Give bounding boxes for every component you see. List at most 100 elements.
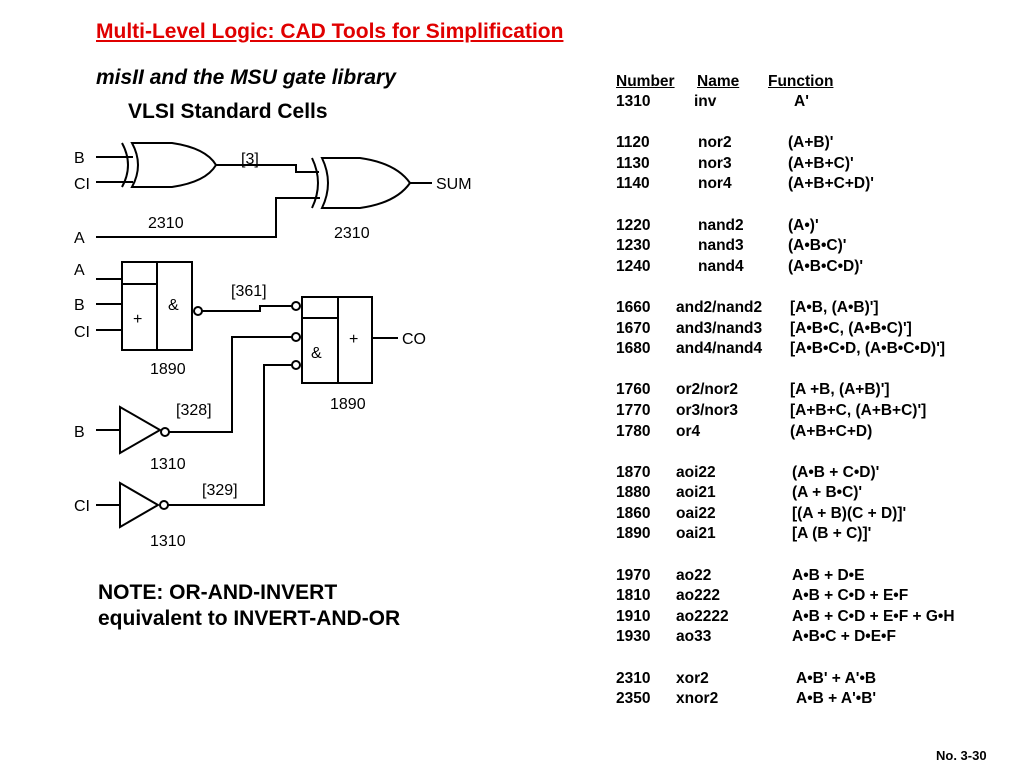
gate-number: 1880 [616, 484, 651, 502]
inverter-1 [119, 405, 163, 455]
note-text: NOTE: OR-AND-INVERT equivalent to INVERT… [98, 580, 400, 632]
gate-name: ao22 [676, 566, 712, 584]
note-line-1: NOTE: OR-AND-INVERT [98, 581, 338, 604]
input-label-ci: CI [74, 498, 90, 515]
gate-number: 1760 [616, 381, 651, 399]
gate-number-inv2: 1310 [150, 533, 186, 550]
gate-number: 1890 [616, 525, 651, 543]
oai-input-bubble-3 [291, 360, 301, 370]
output-label-sum: SUM [436, 176, 472, 193]
net-label-328: [328] [176, 402, 212, 419]
output-label-co: CO [402, 331, 426, 348]
gate-function: A•B•C + D•E•F [792, 628, 896, 646]
gate-number: 1130 [616, 154, 650, 172]
gate-function: (A + B•C)' [792, 484, 863, 502]
net-label-329: [329] [202, 482, 238, 499]
gate-function: (A+B+C+D) [790, 422, 873, 440]
gate-name: nand3 [698, 237, 744, 255]
gate-number: 1310 [616, 93, 651, 110]
oai-input-bubble-2 [291, 332, 301, 342]
gate-function: (A•B•C)' [788, 237, 847, 255]
gate-name: or3/nor3 [676, 401, 739, 419]
gate-number: 1240 [616, 257, 651, 275]
input-label-a: A [74, 230, 85, 247]
gate-name: or2/nor2 [676, 381, 739, 399]
xor-gate-2 [311, 157, 412, 209]
gate-number: 1770 [616, 401, 651, 419]
wire-net-329 [168, 364, 292, 506]
gate-number: 1680 [616, 340, 651, 358]
oai-plus-symbol: + [349, 331, 358, 348]
input-label-ci: CI [74, 176, 90, 193]
gate-name: and4/nand4 [676, 340, 763, 358]
slide-subtitle: misII and the MSU gate library [96, 66, 396, 89]
gate-name: nor4 [698, 175, 732, 193]
gate-number: 1120 [616, 134, 650, 152]
gate-number: 2310 [616, 669, 651, 687]
gate-number: 1970 [616, 566, 651, 584]
net-label-361: [361] [231, 283, 267, 300]
gate-name: ao2222 [676, 607, 729, 625]
gate-name: oai22 [676, 504, 716, 522]
input-label-b: B [74, 150, 85, 167]
wire-xor2-a [96, 197, 320, 238]
gate-function: A•B + A'•B' [796, 690, 877, 708]
gate-function: [A+B+C, (A+B+C)'] [790, 401, 927, 419]
gate-function: [A +B, (A+B)'] [790, 381, 890, 399]
input-label-b: B [74, 424, 85, 441]
header-number: Number [616, 73, 675, 90]
input-label-b: B [74, 297, 85, 314]
gate-function: (A+B+C)' [788, 154, 854, 172]
gate-name: aoi21 [676, 484, 716, 502]
gate-function: (A+B+C+D)' [788, 175, 874, 193]
gate-name: and2/nand2 [676, 298, 763, 316]
gate-number-oai: 1890 [330, 396, 366, 413]
oai-amp-symbol: & [311, 345, 322, 362]
gate-function: [A•B•C•D, (A•B•C•D)'] [790, 340, 946, 358]
gate-number: 1910 [616, 607, 651, 625]
header-function: Function [768, 73, 834, 90]
gate-number: 1810 [616, 587, 651, 605]
gate-function: A•B' + A'•B [796, 669, 877, 687]
gate-number: 1930 [616, 628, 651, 646]
gate-number: 1870 [616, 463, 651, 481]
gate-function: [A•B, (A•B)'] [790, 298, 879, 316]
gate-number: 1780 [616, 422, 651, 440]
gate-function: A•B + C•D + E•F + G•H [792, 607, 955, 625]
aoi-plus-symbol: + [133, 311, 142, 328]
wire-net-3 [216, 164, 319, 173]
wire-net-328 [169, 336, 292, 433]
gate-function: A•B + D•E [792, 566, 865, 584]
input-label-a: A [74, 262, 85, 279]
gate-name: or4 [676, 422, 701, 440]
gate-name: ao33 [676, 628, 712, 646]
gate-function: [A•B•C, (A•B•C)'] [790, 319, 912, 337]
slide-title: Multi-Level Logic: CAD Tools for Simplif… [96, 20, 564, 43]
header-name: Name [697, 73, 740, 90]
gate-name: nor3 [698, 154, 732, 172]
schematic-diagram: B CI A A B CI B CI SUM CO [3] [361] [328… [74, 142, 472, 550]
aoi-amp-symbol: & [168, 297, 179, 314]
xor-gate-1 [121, 142, 218, 188]
inverter-2 [119, 481, 160, 529]
gate-function: [(A + B)(C + D)]' [792, 504, 907, 522]
gate-name: ao222 [676, 587, 720, 605]
wire-net-361 [202, 305, 292, 312]
gate-name: nand4 [698, 257, 744, 275]
gate-number-inv1: 1310 [150, 456, 186, 473]
gate-number: 2350 [616, 690, 651, 708]
gate-number-xor1: 2310 [148, 215, 184, 232]
gate-name: oai21 [676, 525, 716, 543]
gate-number: 1230 [616, 237, 651, 255]
gate-function: A' [794, 93, 809, 110]
input-label-ci: CI [74, 324, 90, 341]
gate-function: (A+B)' [788, 134, 834, 152]
gate-number: 1140 [616, 175, 650, 193]
page-number: No. 3-30 [936, 748, 987, 763]
oai-input-bubble-1 [291, 301, 301, 311]
gate-name: and3/nand3 [676, 319, 763, 337]
gate-function: [A (B + C)]' [792, 525, 872, 543]
gate-function: (A•B•C•D)' [788, 257, 864, 275]
gate-name: nand2 [698, 216, 744, 234]
net-label-3: [3] [241, 151, 259, 168]
